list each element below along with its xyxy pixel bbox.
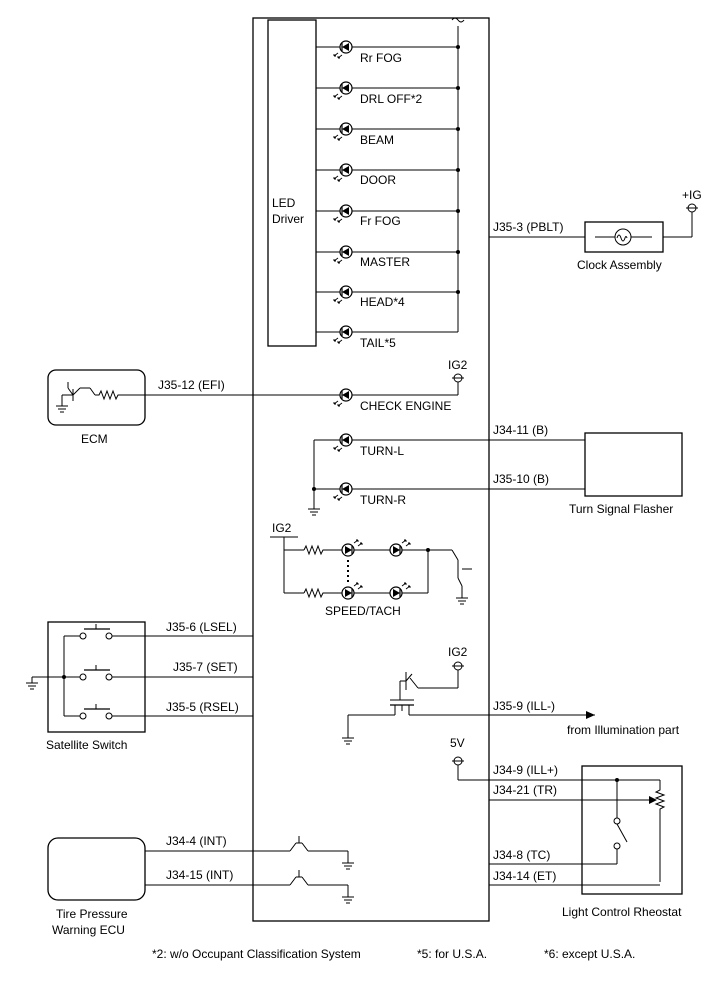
- led-icon: [341, 582, 363, 600]
- illumination-transistor-icon: [390, 672, 419, 715]
- pin-et-label: J34-14 (ET): [493, 869, 556, 883]
- led-icon: [333, 433, 353, 452]
- indicator-tail: TAIL*5: [360, 336, 396, 350]
- pin-ill-minus-label: J35-9 (ILL-): [493, 699, 555, 713]
- tpms-ecu-box: [47, 837, 146, 901]
- indicator-drl-off: DRL OFF*2: [360, 92, 423, 106]
- turn-signal-flasher-box: [584, 432, 683, 497]
- indicator-beam: BEAM: [360, 133, 394, 147]
- check-engine-power: IG2: [448, 358, 468, 372]
- pin-int2-label: J34-15 (INT): [166, 868, 233, 882]
- speed-transistor-icon: [428, 549, 472, 592]
- led-driver-label-1: LED: [272, 196, 296, 210]
- ground-icon: [341, 856, 355, 870]
- pin-rsel-label: J35-5 (RSEL): [166, 700, 239, 714]
- indicator-fr-fog: Fr FOG: [360, 214, 401, 228]
- terminal-icon: [451, 373, 465, 383]
- ground-icon: [307, 502, 321, 516]
- footnote-2: *2: w/o Occupant Classification System: [152, 947, 361, 961]
- indicator-check-engine: CHECK ENGINE: [360, 399, 451, 413]
- led-driver-box: [267, 19, 317, 347]
- pin-tc-label: J34-8 (TC): [493, 848, 550, 862]
- ecm-resistor-icon: [95, 389, 122, 401]
- led-icon: [333, 204, 353, 223]
- ecm-label: ECM: [81, 432, 108, 446]
- speed-tach-power: IG2: [272, 521, 292, 535]
- rheostat-resistor-icon: [654, 780, 666, 882]
- speed-resistor-icon: [303, 544, 343, 556]
- indicator-door: DOOR: [360, 173, 396, 187]
- led-icon: [333, 245, 353, 264]
- illumination-power: IG2: [448, 645, 468, 659]
- pin-tr-label: J34-21 (TR): [493, 783, 557, 797]
- terminal-icon: [451, 756, 465, 766]
- indicator-head: HEAD*4: [360, 295, 405, 309]
- led-icon: [333, 122, 353, 141]
- ground-icon: [341, 731, 355, 745]
- pin-turn-b2-label: J35-10 (B): [493, 472, 549, 486]
- terminal-icon: [685, 203, 699, 213]
- pin-set-label: J35-7 (SET): [173, 660, 238, 674]
- footnote-6: *6: except U.S.A.: [544, 947, 635, 961]
- indicator-turn-r: TURN-R: [360, 493, 406, 507]
- tpms-ecu-label-1: Tire Pressure: [56, 907, 128, 921]
- pin-pblt-label: J35-3 (PBLT): [493, 220, 563, 234]
- speed-tach-label: SPEED/TACH: [325, 604, 401, 618]
- ground-icon: [55, 399, 69, 413]
- led-icon: [341, 539, 363, 557]
- led-icon: [389, 582, 411, 600]
- ground-icon: [341, 890, 355, 904]
- int-transistor-icons: [289, 836, 349, 891]
- satellite-switches: [64, 624, 253, 720]
- clock-power-label: +IG: [682, 188, 702, 202]
- satellite-switch-label: Satellite Switch: [46, 738, 127, 752]
- ecm-box: [47, 369, 146, 426]
- led-icon: [333, 482, 353, 501]
- rheostat-power: 5V: [450, 736, 465, 750]
- ground-icon: [25, 676, 39, 690]
- indicator-master: MASTER: [360, 255, 410, 269]
- led-icon: [333, 388, 353, 407]
- tpms-ecu-label-2: Warning ECU: [52, 923, 125, 937]
- indicator-rr-fog: Rr FOG: [360, 51, 402, 65]
- combination-meter-body: [252, 17, 490, 922]
- tach-resistor-icon: [303, 587, 343, 599]
- terminal-icon: [451, 661, 465, 671]
- led-icon: [389, 539, 411, 557]
- led-icon: [333, 325, 353, 344]
- indicator-rows: Rr FOG DRL OFF*2 BEAM DOOR Fr FOG MASTER…: [316, 40, 460, 350]
- light-control-rheostat-label: Light Control Rheostat: [562, 905, 682, 919]
- led-icon: [333, 40, 353, 59]
- pin-ill-plus-label: J34-9 (ILL+): [493, 763, 558, 777]
- pin-efi-label: J35-12 (EFI): [158, 378, 225, 392]
- led-icon: [333, 285, 353, 304]
- pin-int1-label: J34-4 (INT): [166, 834, 227, 848]
- pin-lsel-label: J35-6 (LSEL): [166, 620, 237, 634]
- turn-signal-flasher-label: Turn Signal Flasher: [569, 502, 673, 516]
- ground-icon: [455, 591, 469, 605]
- indicator-turn-l: TURN-L: [360, 444, 404, 458]
- illumination-source-label: from Illumination part: [567, 723, 680, 737]
- light-control-rheostat-box: [581, 765, 683, 895]
- led-icon: [333, 163, 353, 182]
- led-driver-label-2: Driver: [272, 212, 304, 226]
- clock-assembly-label: Clock Assembly: [577, 258, 662, 272]
- pin-turn-b1-label: J34-11 (B): [493, 423, 548, 437]
- led-icon: [333, 81, 353, 100]
- ecm-transistor-icon: [61, 382, 96, 401]
- footnote-5: *5: for U.S.A.: [417, 947, 487, 961]
